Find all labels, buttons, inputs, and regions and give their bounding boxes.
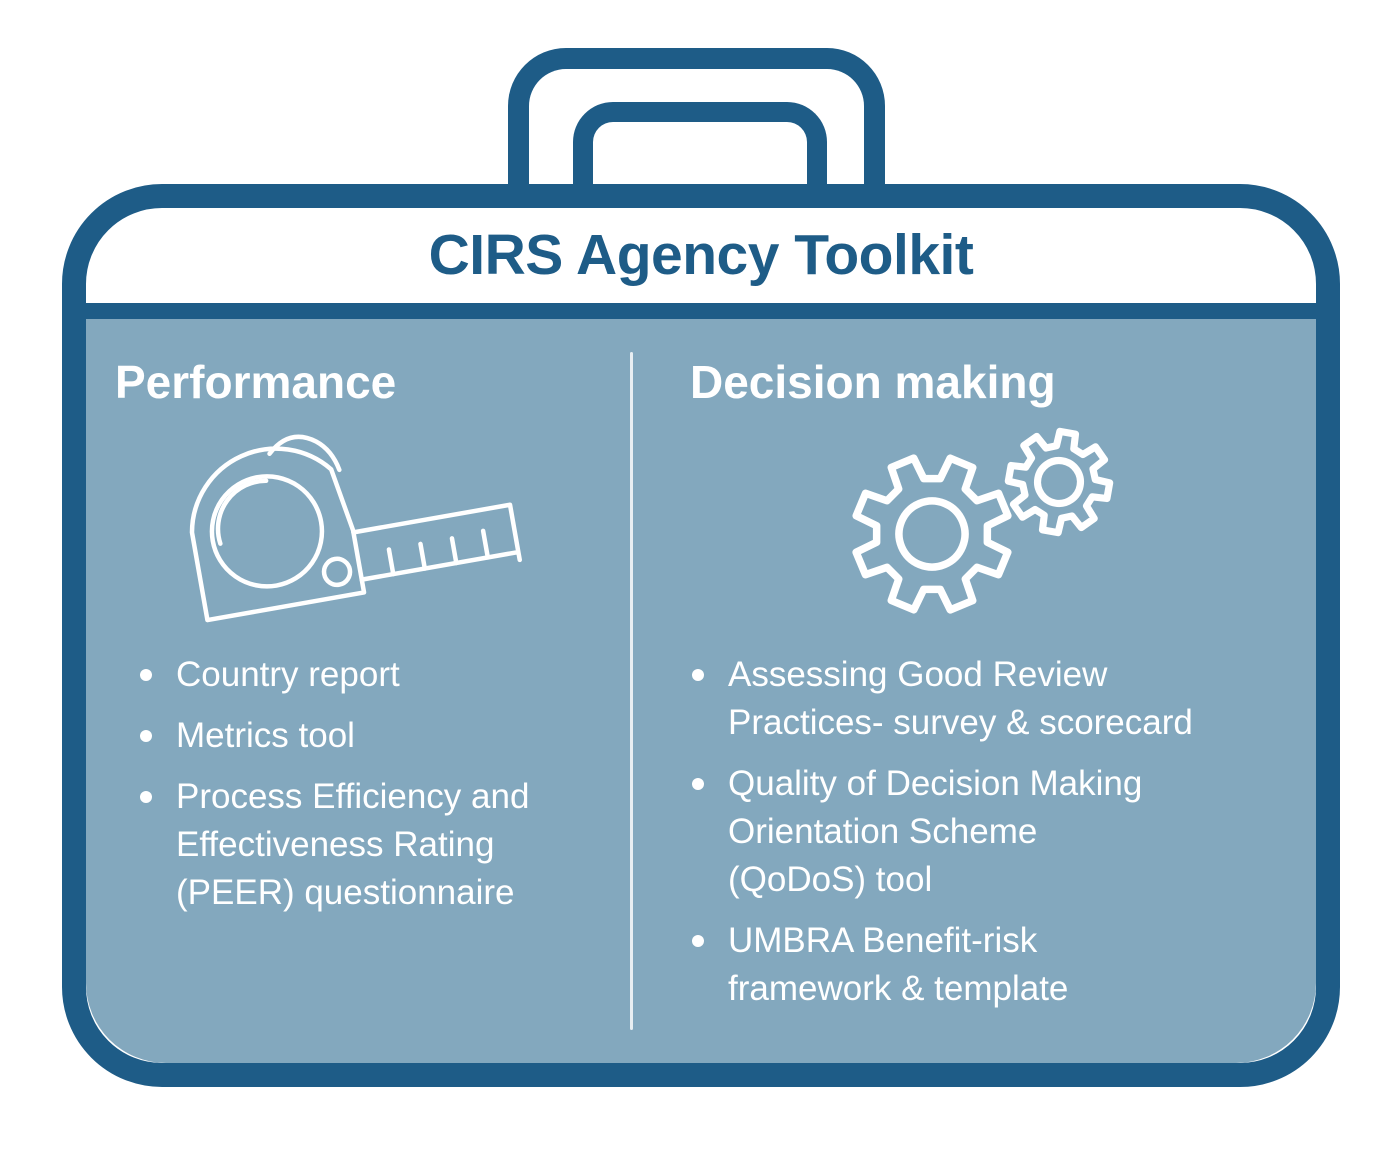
list-item: Process Efficiency and Effectiveness Rat… <box>140 773 580 917</box>
bullet-dot <box>692 935 704 947</box>
performance-list: Country report Metrics tool Process Effi… <box>140 651 580 930</box>
bullet-dot <box>140 669 152 681</box>
list-item-text: Country report <box>176 655 400 694</box>
decision-making-heading: Decision making <box>690 356 1056 408</box>
column-divider <box>630 352 633 1030</box>
list-item: Metrics tool <box>140 712 580 760</box>
header-divider-bar <box>86 303 1316 319</box>
large-gear <box>830 432 1034 636</box>
suitcase: CIRS Agency Toolkit Performance <box>62 184 1340 1087</box>
list-item-text: Quality of Decision Making Orientation S… <box>728 764 1143 899</box>
list-item-text: UMBRA Benefit-risk framework & template <box>728 921 1069 1008</box>
list-item: Assessing Good Review Practices- survey … <box>692 651 1282 747</box>
small-gear <box>1000 423 1118 541</box>
content-panel: Performance Country re <box>86 319 1316 1063</box>
decision-making-column: Decision making Assessing Good Revi <box>633 319 1316 1063</box>
decision-making-list: Assessing Good Review Practices- survey … <box>692 651 1282 1026</box>
bullet-dot <box>692 778 704 790</box>
list-item: Quality of Decision Making Orientation S… <box>692 760 1282 904</box>
performance-column: Performance Country re <box>86 319 630 1063</box>
list-item: UMBRA Benefit-risk framework & template <box>692 917 1282 1013</box>
bullet-dot <box>140 730 152 742</box>
list-item-text: Metrics tool <box>176 716 355 755</box>
list-item: Country report <box>140 651 580 699</box>
page-title: CIRS Agency Toolkit <box>428 223 974 287</box>
gears-icon <box>830 423 1118 636</box>
list-item-text: Assessing Good Review Practices- survey … <box>728 655 1193 742</box>
performance-heading: Performance <box>115 356 397 408</box>
bullet-dot <box>692 669 704 681</box>
list-item-text: Process Efficiency and Effectiveness Rat… <box>176 777 530 912</box>
tape-measure-icon <box>189 434 522 623</box>
bullet-dot <box>140 791 152 803</box>
